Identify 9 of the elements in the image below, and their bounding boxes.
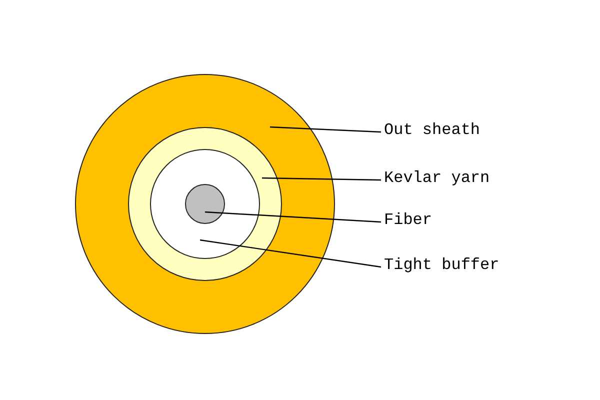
part-label: Kevlar yarn xyxy=(384,168,490,188)
fiber-core-circle xyxy=(185,184,225,224)
part-label: Out sheath xyxy=(384,120,480,140)
leader-line xyxy=(270,126,382,133)
leader-line xyxy=(262,177,382,181)
part-label: Fiber xyxy=(384,210,432,230)
leader-line xyxy=(204,211,382,223)
leader-line xyxy=(200,239,382,268)
part-label: Tight buffer xyxy=(384,255,500,275)
